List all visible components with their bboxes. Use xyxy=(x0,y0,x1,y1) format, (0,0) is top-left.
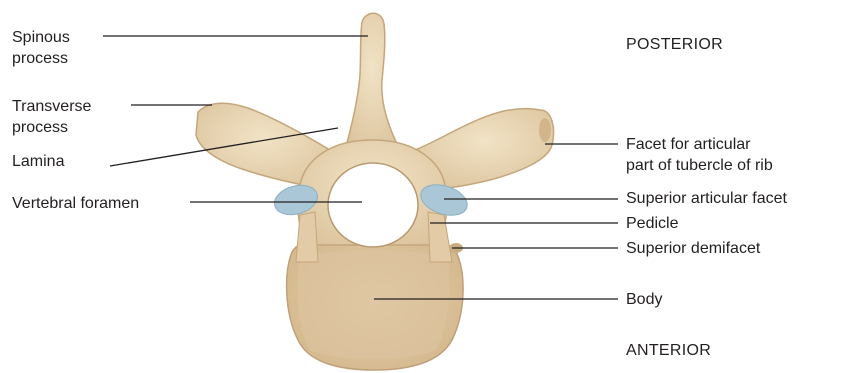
label-vertebral-foramen: Vertebral foramen xyxy=(12,193,139,214)
orientation-anterior: ANTERIOR xyxy=(626,342,711,360)
label-lamina: Lamina xyxy=(12,151,64,172)
label-transverse-line1: Transverse xyxy=(12,96,91,117)
left-pedicle xyxy=(296,212,318,262)
spinous-process xyxy=(345,13,400,150)
label-facet-tubercle-line2: part of tubercle of rib xyxy=(626,155,773,176)
body-face xyxy=(297,251,449,360)
label-transverse-process: Transverse process xyxy=(12,96,91,138)
label-transverse-line2: process xyxy=(12,117,91,138)
label-pedicle: Pedicle xyxy=(626,213,678,234)
label-spinous-line2: process xyxy=(12,48,70,69)
label-facet-tubercle: Facet for articular part of tubercle of … xyxy=(626,134,773,176)
label-superior-demifacet: Superior demifacet xyxy=(626,238,760,259)
label-body: Body xyxy=(626,289,662,310)
vertebral-foramen-hole xyxy=(328,163,418,247)
label-facet-tubercle-line1: Facet for articular xyxy=(626,134,773,155)
orientation-posterior: POSTERIOR xyxy=(626,36,723,54)
label-superior-articular-facet: Superior articular facet xyxy=(626,188,787,209)
label-spinous-line1: Spinous xyxy=(12,27,70,48)
right-pedicle xyxy=(428,212,452,262)
transverse-facet-mark xyxy=(539,118,551,142)
label-spinous-process: Spinous process xyxy=(12,27,70,69)
